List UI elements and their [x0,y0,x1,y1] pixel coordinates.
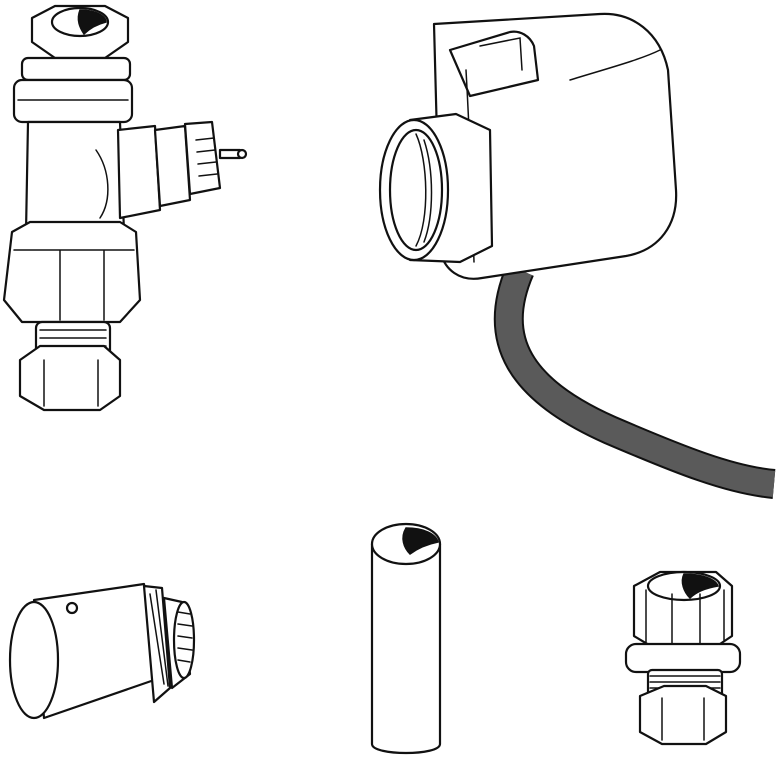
radiator-valve-icon [2,4,248,412]
valve-actuator-with-cable-icon [378,12,776,499]
compression-fitting-icon [624,570,742,746]
tube-insert-icon [370,522,442,755]
threaded-adapter-icon [8,582,196,720]
